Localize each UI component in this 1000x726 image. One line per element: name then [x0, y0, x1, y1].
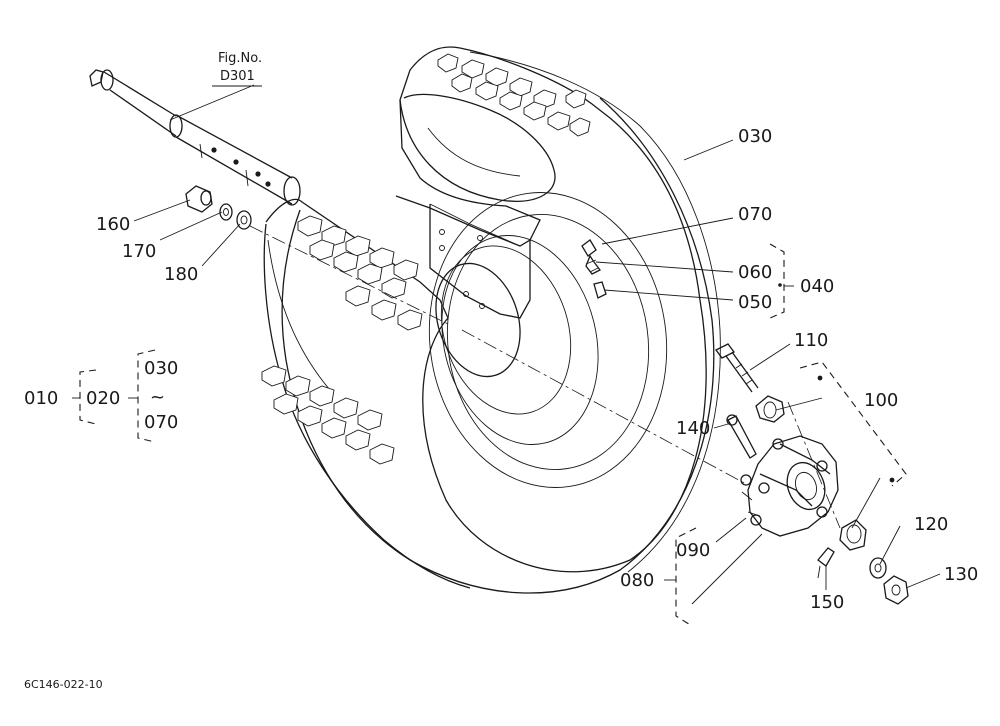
- label-tilde: ~: [150, 387, 165, 408]
- label-030-group: 030: [144, 358, 178, 379]
- axle-shaft: [89, 69, 301, 206]
- label-040: 040: [800, 276, 834, 297]
- figure-ref-line1: Fig.No.: [218, 51, 262, 66]
- label-160: 160: [96, 214, 130, 235]
- label-030: 030: [738, 126, 772, 147]
- label-150: 150: [810, 592, 844, 613]
- tire: [263, 46, 721, 594]
- label-060: 060: [738, 262, 772, 283]
- valve-stem: [581, 239, 607, 299]
- callout-labels: Fig.No. D301 160 170 180 010 020 030 ~ 0…: [24, 51, 978, 691]
- label-130: 130: [944, 564, 978, 585]
- assembly-centerlines: [249, 225, 841, 529]
- drawing-code: 6C146-022-10: [24, 678, 103, 691]
- label-020: 020: [86, 388, 120, 409]
- label-070-group: 070: [144, 412, 178, 433]
- label-090: 090: [676, 540, 710, 561]
- axle-nut-washers: [185, 185, 252, 230]
- label-120: 120: [914, 514, 948, 535]
- figure-ref-line2: D301: [220, 69, 255, 84]
- label-010: 010: [24, 388, 58, 409]
- leader-lines: [133, 84, 941, 605]
- group-brackets: [72, 243, 907, 627]
- label-100: 100: [864, 390, 898, 411]
- label-180: 180: [164, 264, 198, 285]
- tread-pattern: [261, 53, 591, 465]
- hub-assembly: [715, 343, 909, 605]
- label-170: 170: [122, 241, 156, 262]
- label-080: 080: [620, 570, 654, 591]
- label-110: 110: [794, 330, 828, 351]
- label-070: 070: [738, 204, 772, 225]
- label-050: 050: [738, 292, 772, 313]
- label-140: 140: [676, 418, 710, 439]
